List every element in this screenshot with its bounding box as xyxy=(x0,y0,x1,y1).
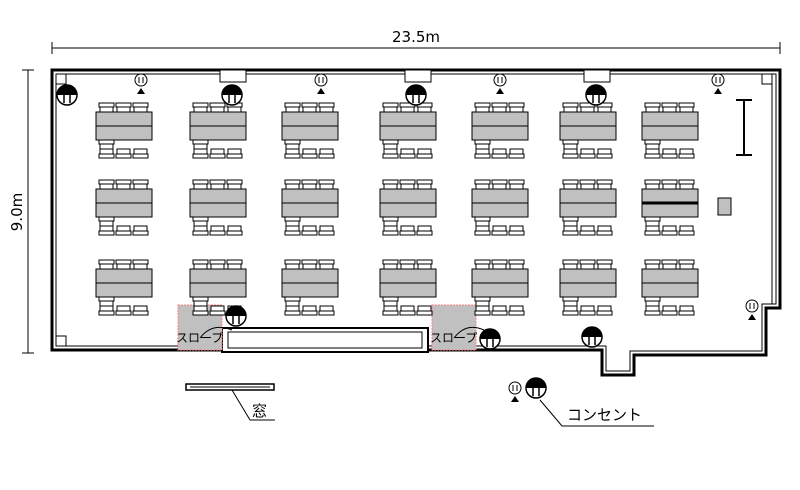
outlet-icon xyxy=(711,73,725,95)
legend-window-label: 窓 xyxy=(252,402,267,420)
floor-outlet-icon xyxy=(221,84,243,106)
floor-outlet-icon xyxy=(525,377,547,399)
table-group xyxy=(190,180,246,235)
table-group xyxy=(380,103,436,158)
bottom-window xyxy=(221,327,429,353)
table-group xyxy=(282,103,338,158)
floor-outlet-icon xyxy=(225,305,247,327)
outlet-icon xyxy=(134,73,148,95)
table-group xyxy=(380,180,436,235)
table-group xyxy=(96,103,152,158)
table-group xyxy=(96,180,152,235)
table-group xyxy=(560,260,616,315)
floor-outlet-icon xyxy=(581,326,603,348)
floor-outlet-icon xyxy=(56,84,78,106)
slope-right: スロープ xyxy=(430,304,485,351)
width-label: 23.5m xyxy=(392,28,440,46)
table-group xyxy=(472,103,528,158)
table-group xyxy=(472,260,528,315)
whiteboard xyxy=(736,99,752,156)
height-label: 9.0m xyxy=(8,193,26,231)
table-group xyxy=(560,180,616,235)
table-group xyxy=(642,260,698,315)
floor-outlet-icon xyxy=(585,84,607,106)
floor-outlet-icon xyxy=(405,84,427,106)
slope-left-label: スロープ xyxy=(176,331,223,345)
table-group xyxy=(560,103,616,158)
table-group xyxy=(642,103,698,158)
table-group xyxy=(282,180,338,235)
podium xyxy=(717,197,732,216)
outlet-icon xyxy=(508,381,522,403)
slope-right-label: スロープ xyxy=(430,331,477,345)
table-group xyxy=(380,260,436,315)
outlet-icon xyxy=(314,73,328,95)
outlet-icon xyxy=(745,299,759,321)
table-group xyxy=(96,260,152,315)
table-layout xyxy=(96,103,698,315)
legend-window: 窓 xyxy=(185,383,275,421)
legend-outlet: コンセント xyxy=(508,377,654,427)
table-group xyxy=(642,180,698,235)
legend-outlet-label: コンセント xyxy=(567,406,642,424)
width-dimension: 23.5m xyxy=(51,28,781,54)
outlet-icon xyxy=(493,73,507,95)
table-group xyxy=(190,103,246,158)
table-group xyxy=(282,260,338,315)
floor-outlet-icon xyxy=(479,328,501,350)
height-dimension: 9.0m xyxy=(8,69,34,354)
table-group xyxy=(472,180,528,235)
